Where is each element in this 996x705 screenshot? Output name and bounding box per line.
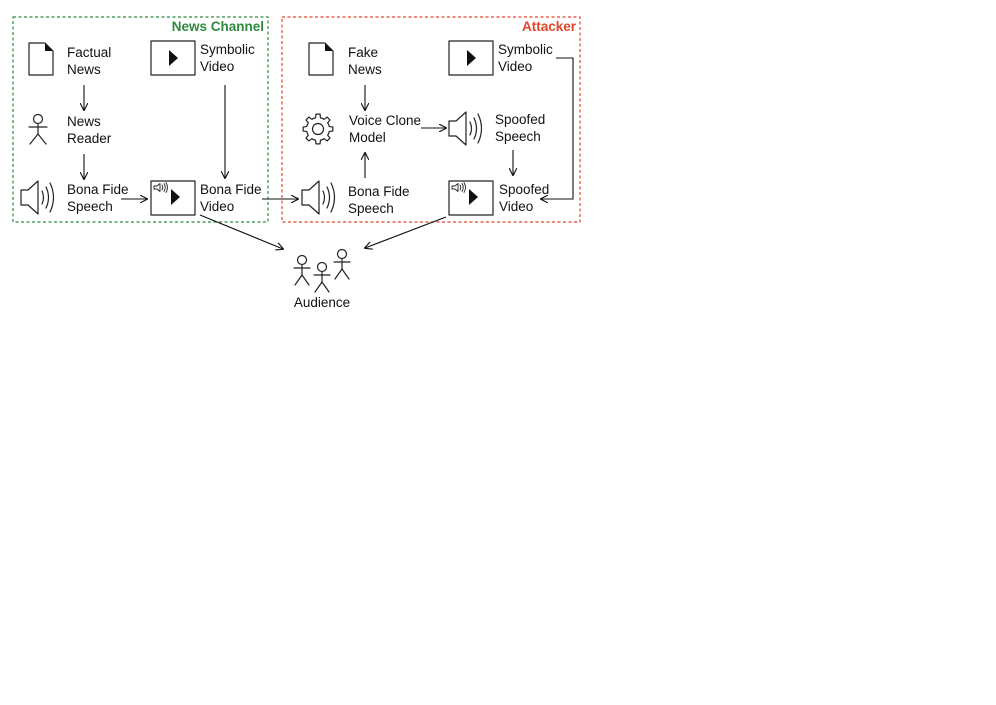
spoofed-video-label: Spoofed Video (499, 182, 549, 214)
svg-text:Speech: Speech (67, 199, 113, 214)
svg-text:Model: Model (349, 130, 386, 145)
svg-text:Video: Video (498, 59, 532, 74)
video-with-audio-icon (150, 180, 196, 216)
svg-text:News: News (67, 114, 101, 129)
video-with-audio-icon (448, 180, 494, 216)
attacker-group (281, 16, 581, 223)
svg-text:Fake: Fake (348, 45, 378, 60)
fake-news-label: Fake News (348, 45, 382, 77)
arrow-symbolic-video-to-spoofed-video (541, 57, 574, 199)
document-icon (308, 42, 334, 76)
arrow-spoofed-video-to-audience (365, 216, 447, 248)
svg-text:Speech: Speech (495, 129, 541, 144)
svg-text:News: News (67, 62, 101, 77)
svg-text:Video: Video (200, 59, 234, 74)
news-channel-group (12, 16, 269, 223)
video-play-icon (150, 40, 196, 76)
svg-text:Speech: Speech (348, 201, 394, 216)
attacker-bona-fide-speech-label: Bona Fide Speech (348, 184, 410, 216)
attacker-symbolic-video-label: Symbolic Video (498, 42, 553, 74)
news-bona-fide-speech-label: Bona Fide Speech (67, 182, 129, 214)
svg-text:Symbolic: Symbolic (498, 42, 553, 57)
svg-text:Bona Fide: Bona Fide (200, 182, 262, 197)
arrow-bona-fide-video-to-audience (199, 214, 283, 249)
gear-icon (302, 113, 334, 145)
svg-text:Video: Video (200, 199, 234, 214)
voice-clone-model-label: Voice Clone Model (349, 113, 421, 145)
news-reader-label: News Reader (67, 114, 112, 146)
audience-icon (293, 248, 351, 293)
svg-text:Voice Clone: Voice Clone (349, 113, 421, 128)
svg-text:Spoofed: Spoofed (495, 112, 545, 127)
news-bona-fide-video-label: Bona Fide Video (200, 182, 262, 214)
svg-text:Reader: Reader (67, 131, 112, 146)
spoofed-speech-label: Spoofed Speech (495, 112, 545, 144)
svg-text:Video: Video (499, 199, 533, 214)
svg-text:Symbolic: Symbolic (200, 42, 255, 57)
factual-news-label: Factual News (67, 45, 111, 77)
svg-text:News: News (348, 62, 382, 77)
news-symbolic-video-label: Symbolic Video (200, 42, 255, 74)
speaker-icon (301, 180, 336, 215)
svg-text:Spoofed: Spoofed (499, 182, 549, 197)
audience-label: Audience (294, 295, 350, 310)
speaker-icon (20, 180, 55, 215)
video-play-icon (448, 40, 494, 76)
news-channel-title: News Channel (172, 19, 264, 34)
document-icon (28, 42, 54, 76)
svg-text:Bona Fide: Bona Fide (67, 182, 129, 197)
speaker-icon (448, 111, 483, 146)
attacker-title: Attacker (522, 19, 577, 34)
svg-text:Factual: Factual (67, 45, 111, 60)
person-icon (28, 113, 48, 145)
svg-text:Bona Fide: Bona Fide (348, 184, 410, 199)
